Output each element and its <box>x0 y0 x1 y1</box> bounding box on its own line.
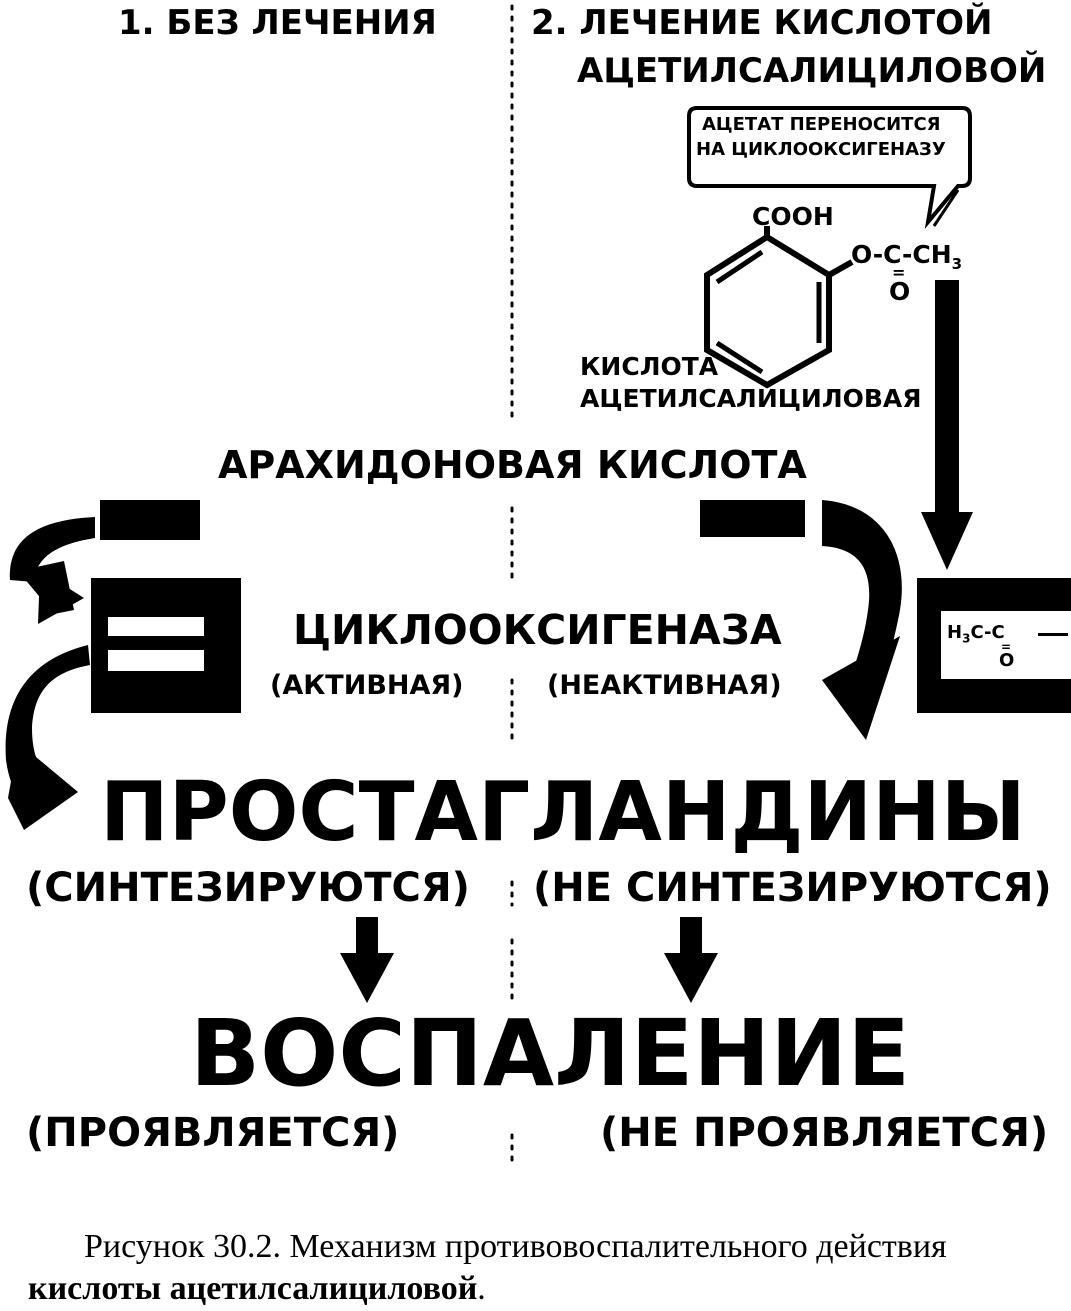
inflammation-right-status: (НЕ ПРОЯВЛЯЕТСЯ) <box>600 1110 1049 1156</box>
acetyl-group: H3C-C <box>947 624 1005 645</box>
enzyme-inactive-label: (НЕАКТИВНАЯ) <box>547 670 782 701</box>
cooh-group: COOH <box>752 202 834 231</box>
curved-arrow-deflected-right <box>822 500 902 740</box>
curved-arrow-in-left <box>9 517 95 624</box>
prostaglandins-left-status: (СИНТЕЗИРУЮТСЯ) <box>26 865 470 911</box>
ester-subscript: 3 <box>951 255 963 273</box>
aspirin-name-line1: КИСЛОТА <box>580 352 719 381</box>
caption-suffix: . <box>477 1270 486 1307</box>
callout-line2: НА ЦИКЛООКСИГЕНАЗУ <box>696 139 946 160</box>
caption-bold: кислоты ацетилсалициловой <box>28 1270 478 1307</box>
acetyl-carbonyl-bond: = <box>1001 640 1012 654</box>
acetyl-bond-line <box>1038 633 1068 636</box>
arrow-down-right <box>664 917 718 1003</box>
benzene-ring <box>704 226 854 389</box>
prostaglandins-title: ПРОСТАГЛАНДИНЫ <box>100 765 1026 860</box>
figure-caption: Рисунок 30.2. Механизм противовоспалител… <box>28 1226 1068 1310</box>
acetyl-h: H <box>947 622 963 643</box>
aspirin-name-line2: АЦЕТИЛСАЛИЦИЛОВАЯ <box>580 384 922 413</box>
acetyl-subscript: 3 <box>962 631 971 646</box>
enzyme-active-label: (АКТИВНАЯ) <box>270 670 464 701</box>
cox-inactive-shape <box>917 578 1071 713</box>
ester-group: O-C-CH3 <box>851 242 962 272</box>
caption-prefix: Рисунок 30.2. Механизм противовоспалител… <box>84 1228 947 1265</box>
right-column-title-line1: 2. ЛЕЧЕНИЕ КИСЛОТОЙ <box>531 3 993 43</box>
right-column-title-line2: АЦЕТИЛСАЛИЦИЛОВОЙ <box>577 51 1047 91</box>
acetyl-rest: C-C <box>970 622 1005 643</box>
acetyl-oxygen: O <box>999 650 1015 671</box>
arrow-down-left <box>340 917 394 1003</box>
substrate-bar-right <box>700 500 805 537</box>
enzyme-name: ЦИКЛООКСИГЕНАЗА <box>293 606 782 654</box>
ester-text: O-C-CH <box>851 240 952 269</box>
inflammation-title: ВОСПАЛЕНИЕ <box>190 1000 911 1107</box>
carbonyl-oxygen: O <box>889 277 911 306</box>
inflammation-left-status: (ПРОЯВЛЯЕТСЯ) <box>26 1110 400 1156</box>
acetyl-transfer-arrow <box>921 280 973 570</box>
callout-line1: АЦЕТАТ ПЕРЕНОСИТСЯ <box>702 114 941 135</box>
callout-box <box>687 106 972 229</box>
curved-arrow-out-left <box>5 645 90 830</box>
substrate-bar-left <box>100 500 200 540</box>
cox-active-shape <box>91 578 241 713</box>
arachidonic-acid-label: АРАХИДОНОВАЯ КИСЛОТА <box>218 443 807 487</box>
prostaglandins-right-status: (НЕ СИНТЕЗИРУЮТСЯ) <box>533 865 1052 911</box>
carbonyl-bond: = <box>892 263 906 282</box>
left-column-title: 1. БЕЗ ЛЕЧЕНИЯ <box>118 3 437 43</box>
